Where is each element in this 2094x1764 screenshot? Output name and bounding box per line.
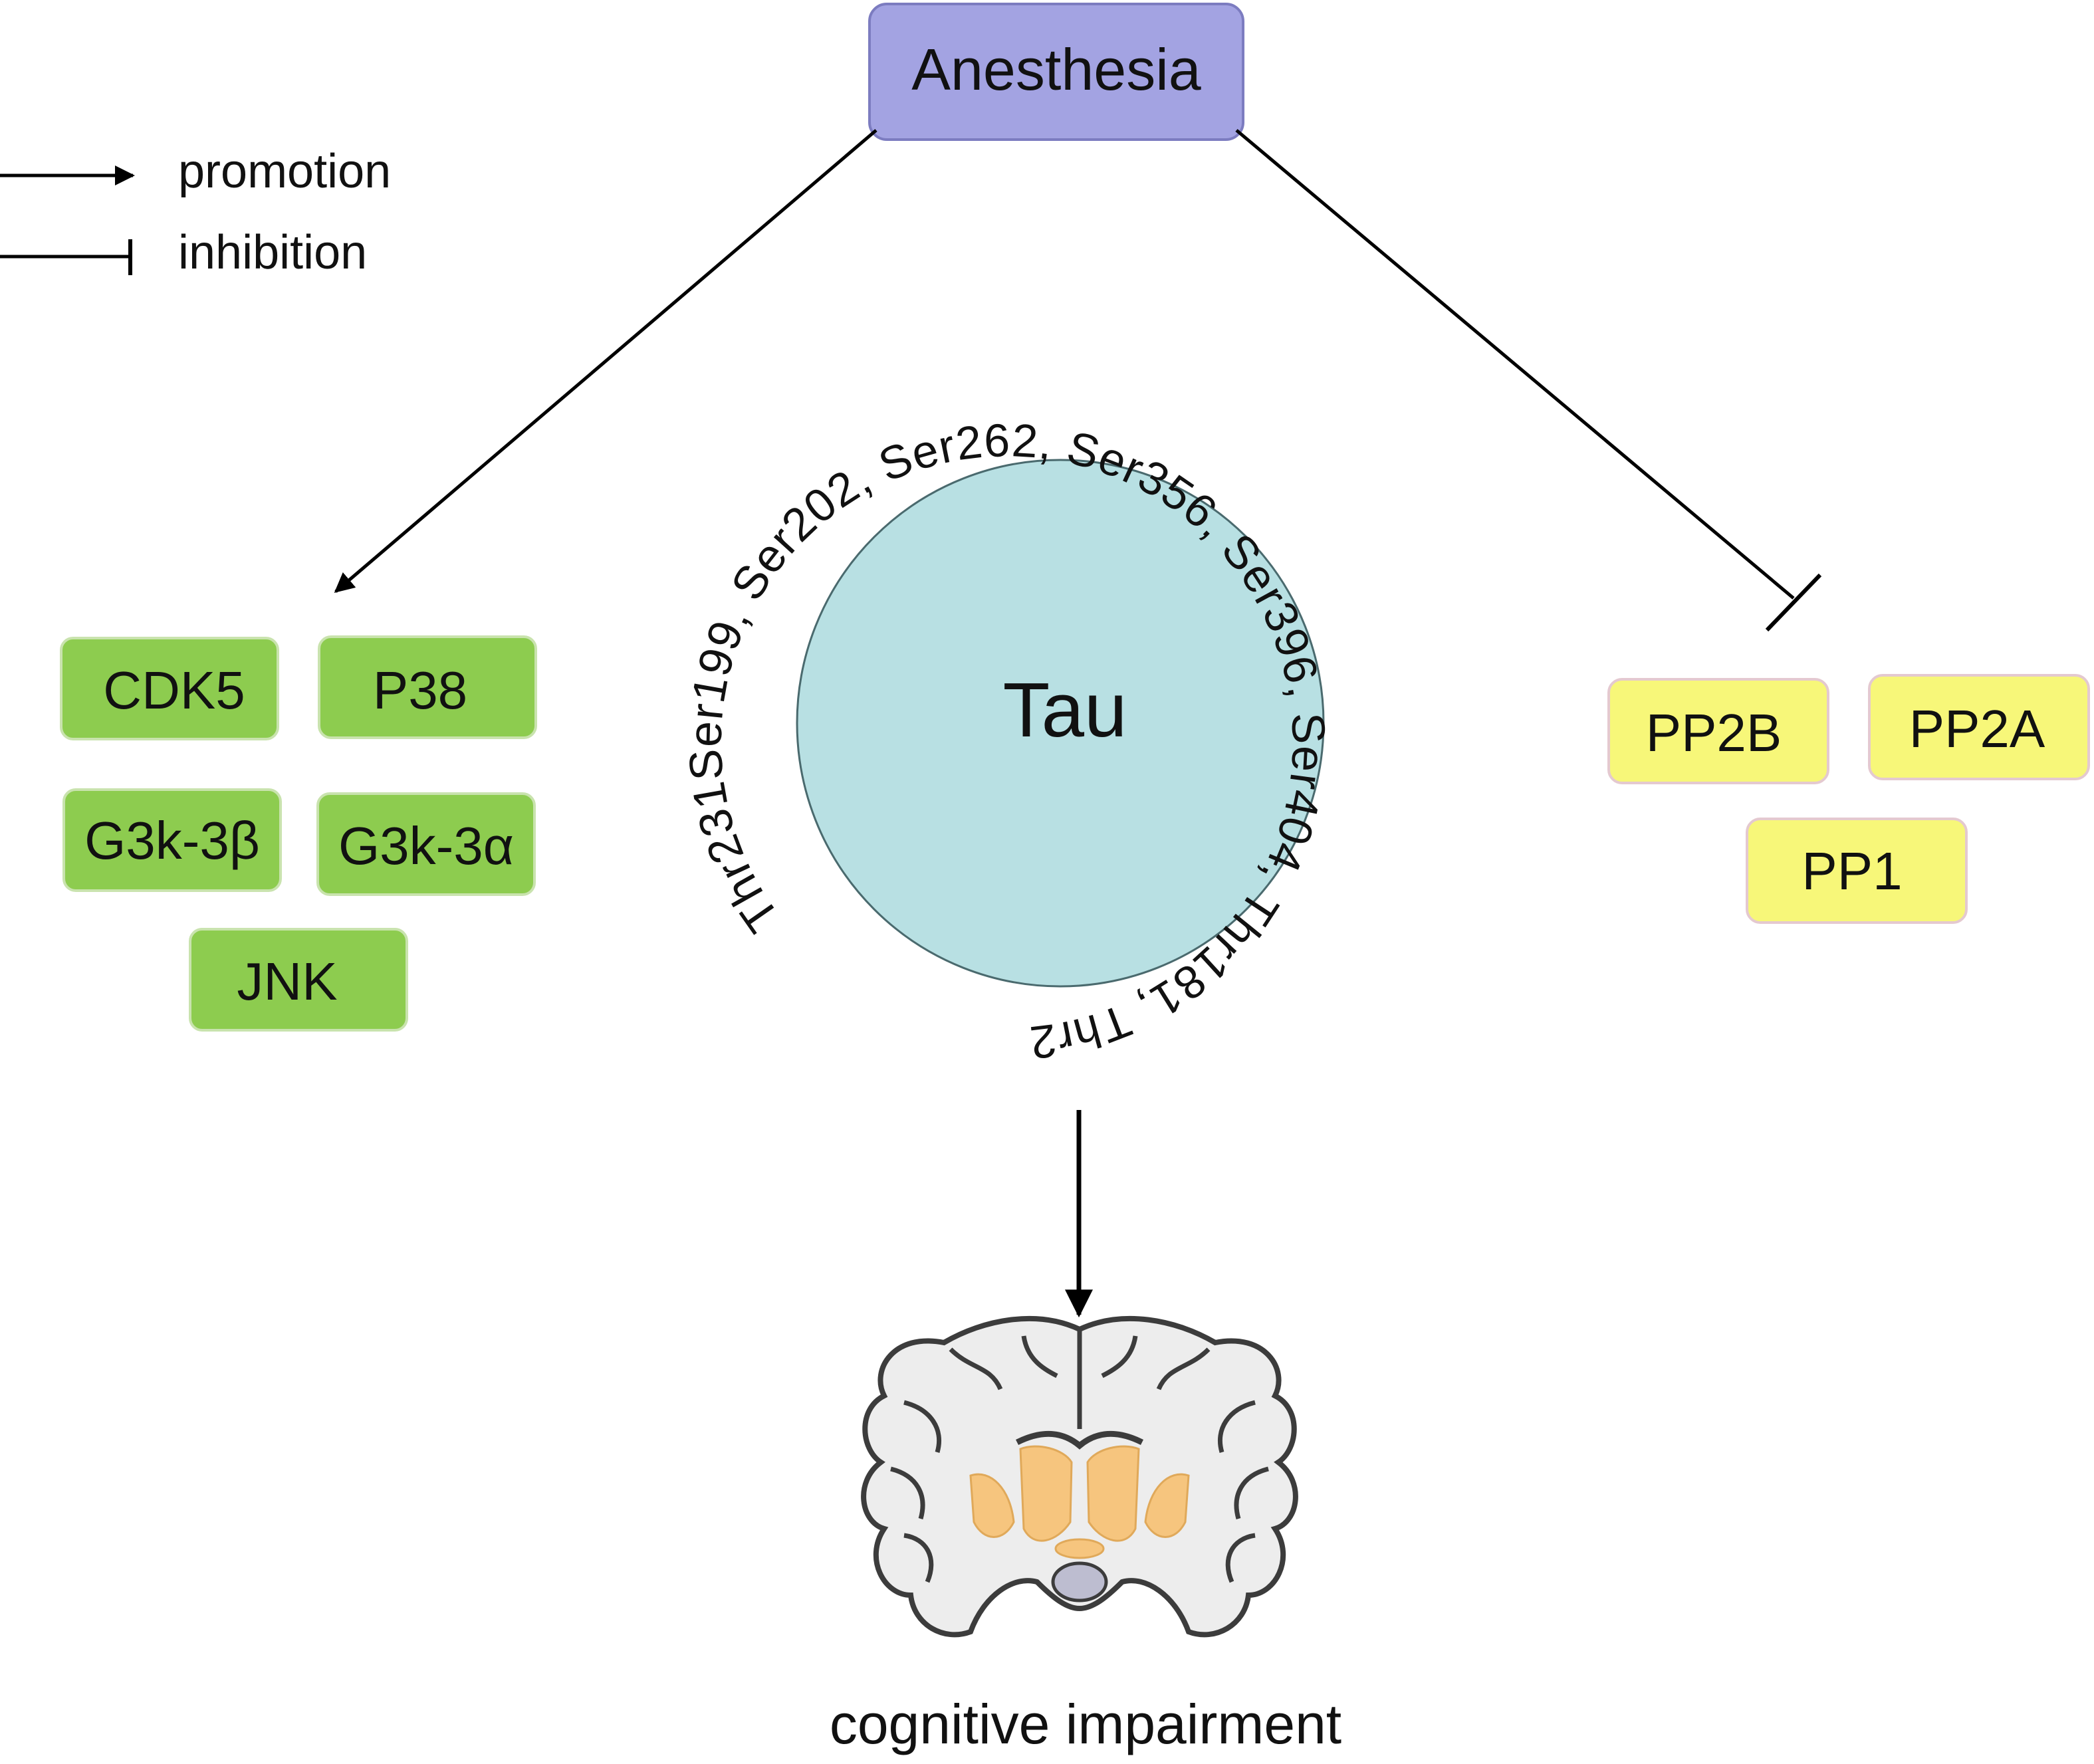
phosphatase-pp2b: PP2B bbox=[1607, 678, 1829, 784]
cognitive-impairment-label: cognitive impairment bbox=[830, 1693, 1341, 1755]
kinase-g3k-3beta: G3k-3β bbox=[62, 788, 282, 892]
kinase-cdk5: CDK5 bbox=[60, 637, 279, 740]
phosphatase-group: PP2B PP2A PP1 bbox=[1607, 674, 2090, 924]
legend: promotion inhibition bbox=[0, 145, 391, 279]
anesthesia-label: Anesthesia bbox=[911, 37, 1201, 102]
tau-label: Tau bbox=[1002, 667, 1127, 753]
kinase-jnk-label: JNK bbox=[237, 952, 337, 1011]
legend-inhibition-tee-icon bbox=[0, 239, 132, 275]
legend-promotion-label: promotion bbox=[178, 145, 391, 198]
kinase-p38: P38 bbox=[318, 635, 537, 739]
phosphatase-pp1: PP1 bbox=[1746, 818, 1968, 924]
inhibition-line bbox=[1235, 129, 1822, 632]
phosphatase-pp2b-label: PP2B bbox=[1646, 703, 1782, 762]
anesthesia-node: Anesthesia bbox=[868, 3, 1244, 141]
kinase-g3k-3alpha: G3k-3α bbox=[316, 792, 536, 896]
kinase-cdk5-label: CDK5 bbox=[103, 661, 245, 720]
kinase-jnk: JNK bbox=[189, 928, 408, 1032]
phosphatase-pp2a: PP2A bbox=[1868, 674, 2090, 780]
phosphatase-pp2a-label: PP2A bbox=[1909, 699, 2045, 758]
kinase-g3k-3beta-label: G3k-3β bbox=[84, 811, 260, 870]
promotion-arrow bbox=[334, 129, 877, 593]
kinase-group: CDK5 P38 G3k-3β G3k-3α JNK bbox=[60, 635, 537, 1032]
brain-icon bbox=[861, 1316, 1298, 1638]
legend-inhibition-label: inhibition bbox=[178, 226, 367, 279]
kinase-g3k-3alpha-label: G3k-3α bbox=[338, 816, 514, 875]
phosphatase-pp1-label: PP1 bbox=[1802, 841, 1902, 901]
tau-node: Tau bbox=[796, 459, 1325, 988]
kinase-p38-label: P38 bbox=[373, 661, 467, 720]
